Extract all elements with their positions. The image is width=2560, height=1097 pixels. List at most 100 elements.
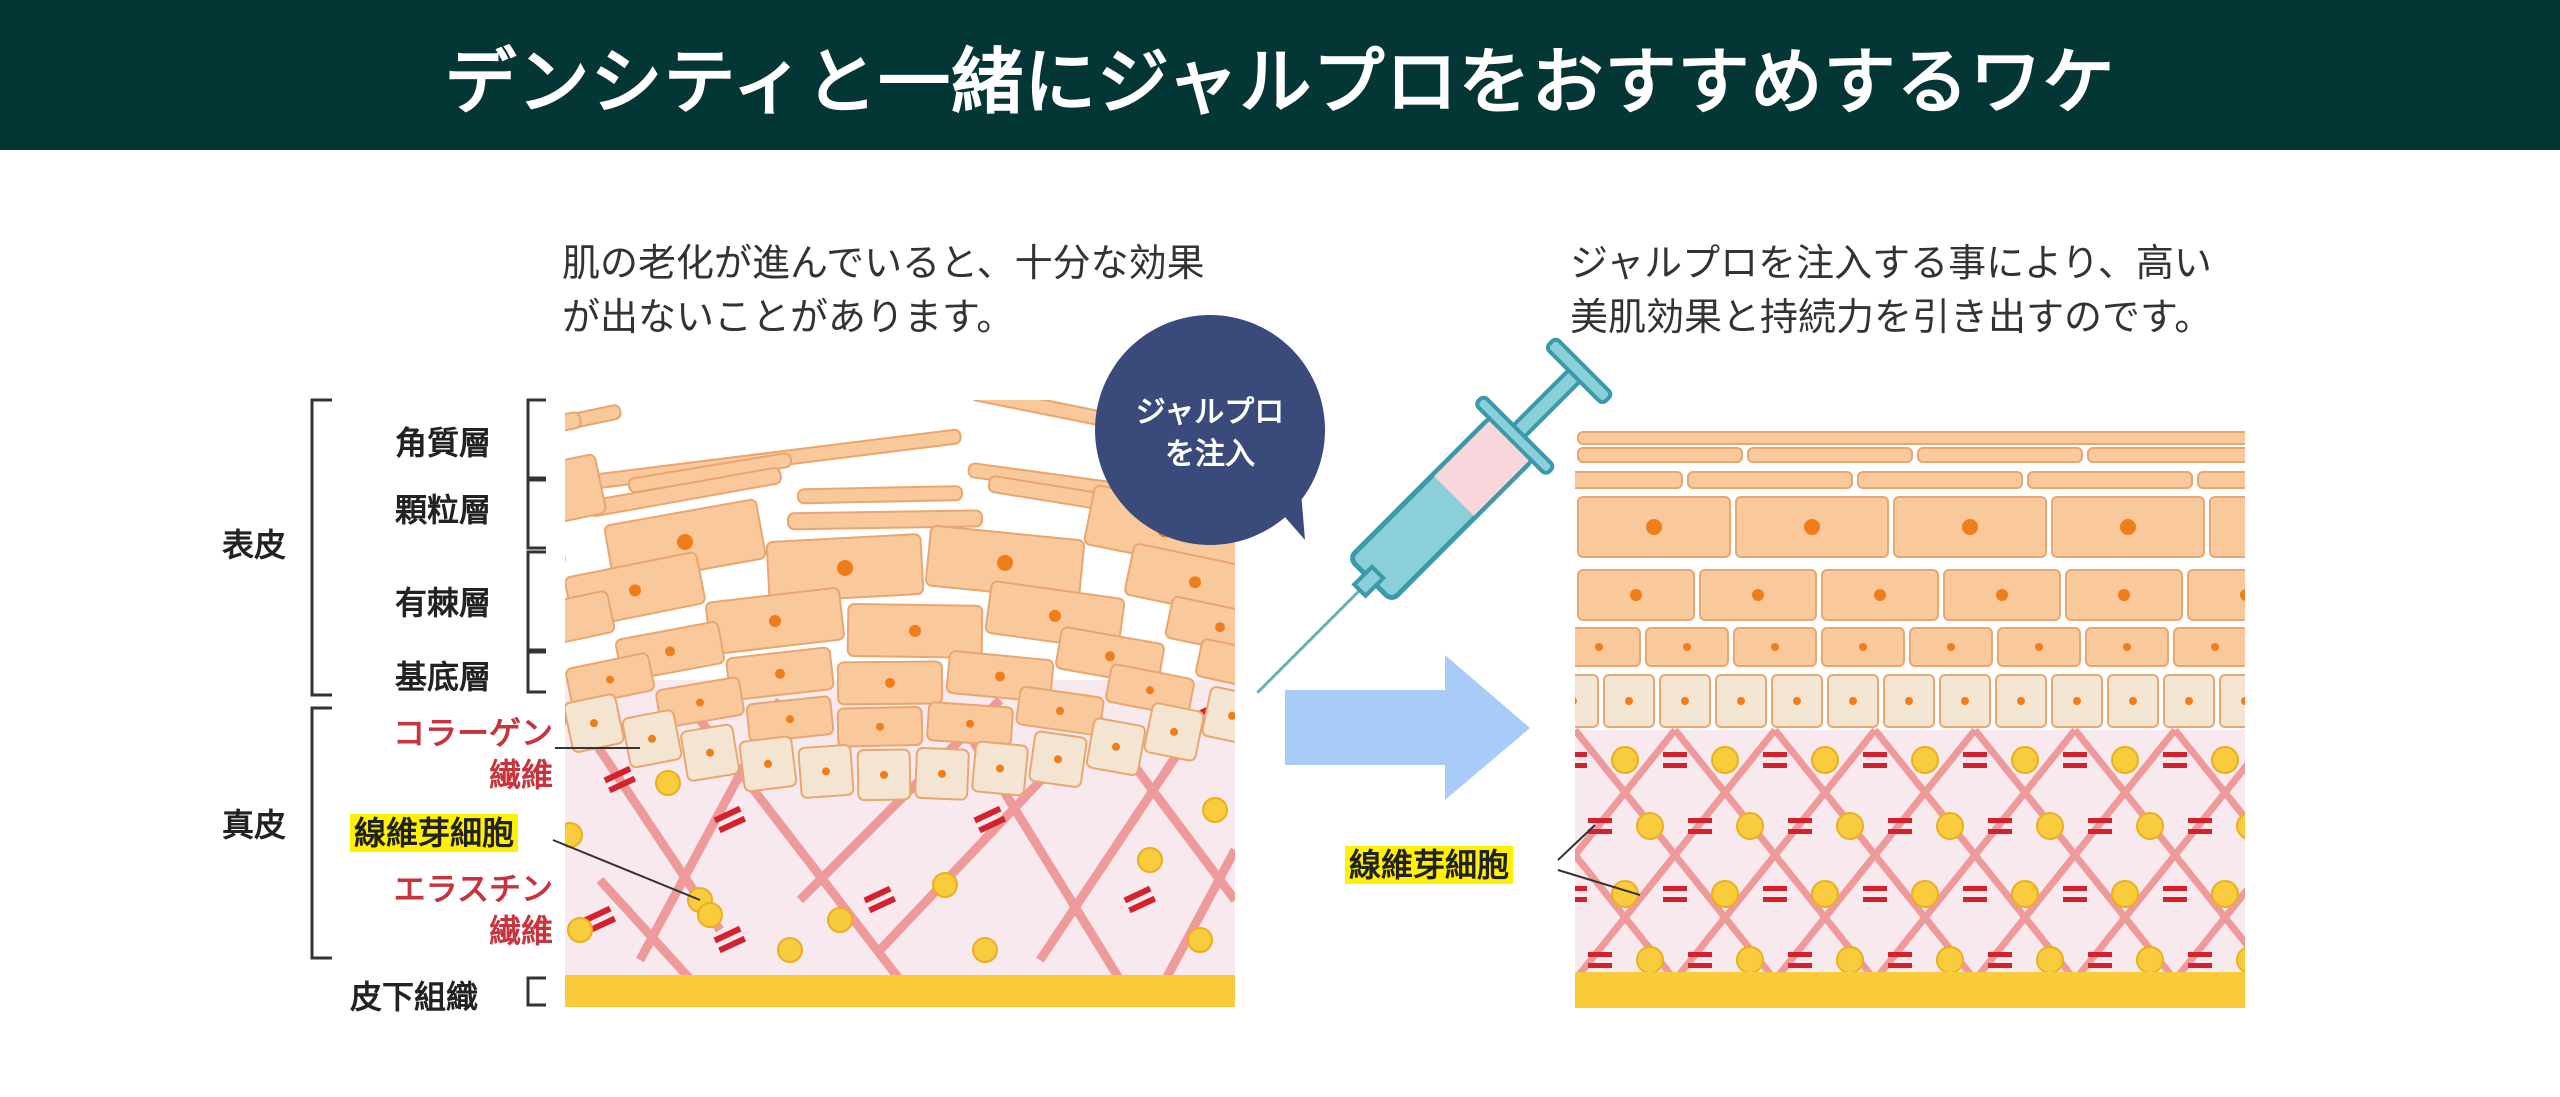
fibroblast-cell — [2211, 880, 2239, 908]
spinosum-cell — [1575, 627, 1641, 667]
elastin-fiber — [1863, 752, 1887, 757]
granulosum-cell — [2209, 496, 2245, 558]
right-caption: ジャルプロを注入する事により、高い 美肌効果と持続力を引き出すのです。 — [1570, 236, 2212, 344]
nucleus — [706, 748, 714, 757]
nucleus — [1905, 697, 1913, 705]
nucleus — [822, 767, 830, 776]
elastin-fiber — [1988, 818, 2012, 823]
nucleus — [2129, 697, 2137, 705]
fibroblast-cell — [1911, 880, 1939, 908]
subcutaneous-fat — [565, 975, 1235, 1007]
elastin-fiber — [583, 905, 612, 924]
collagen-fiber — [1156, 847, 1235, 993]
elastin-fiber — [1575, 897, 1587, 902]
collagen-fiber — [1872, 727, 2078, 983]
fibroblast-cell — [567, 917, 593, 943]
nucleus — [517, 491, 533, 507]
elastin-fiber — [2188, 818, 2212, 823]
fibroblast-cell — [1811, 746, 1839, 774]
elastin-fiber — [1123, 885, 1152, 904]
nucleus — [677, 534, 693, 551]
elastin-fiber — [1863, 763, 1887, 768]
bubble-line: を注入 — [1165, 437, 1255, 472]
elastin-fiber — [2063, 886, 2087, 891]
elastin-fiber — [603, 765, 632, 784]
nucleus — [786, 715, 794, 724]
fibroblast-cell — [2236, 812, 2245, 840]
elastin-fiber — [1988, 829, 2012, 834]
nucleus — [1947, 643, 1955, 651]
nucleus — [1112, 742, 1120, 751]
nucleus — [996, 764, 1004, 773]
right-caption-line: 美肌効果と持続力を引き出すのです。 — [1570, 295, 2213, 339]
syringe-plunger — [1510, 365, 1585, 440]
page-title: デンシティと一緒にジャルプロをおすすめするワケ — [444, 39, 2116, 124]
nucleus — [2017, 697, 2025, 705]
granulosum-cell — [565, 453, 607, 544]
elastin-fiber — [1688, 818, 1712, 823]
speech-bubble-text: ジャルプロ を注入 — [1110, 392, 1310, 476]
left-caption: 肌の老化が進んでいると、十分な効果 が出ないことがあります。 — [562, 236, 1205, 344]
fibroblast-cell — [1611, 746, 1639, 774]
elastin-fiber — [1888, 963, 1912, 968]
speech-bubble-tail — [1270, 480, 1305, 540]
elastin-fiber — [1763, 897, 1787, 902]
label-collagen-line: コラーゲン — [392, 714, 553, 752]
fibroblast-cell — [2111, 880, 2139, 908]
label-stratum-spinosum: 有棘層 — [395, 584, 492, 622]
elastin-fiber — [1663, 886, 1687, 891]
right-caption-line: ジャルプロを注入する事により、高い — [1570, 241, 2212, 285]
syringe-tip — [1351, 563, 1387, 599]
elastin-fiber — [2163, 886, 2187, 891]
fibroblast-cell — [655, 770, 681, 796]
nucleus — [997, 554, 1013, 571]
elastin-fiber — [2188, 829, 2212, 834]
nucleus — [1804, 519, 1820, 535]
elastin-fiber — [2063, 897, 2087, 902]
elastin-fiber — [863, 885, 892, 904]
elastin-fiber — [1763, 752, 1787, 757]
nucleus — [1683, 643, 1691, 651]
basal-cell — [2219, 674, 2245, 728]
nucleus — [1962, 519, 1978, 535]
elastin-fiber — [1763, 763, 1787, 768]
fibroblast-cell — [1836, 812, 1864, 840]
elastin-fiber — [1688, 952, 1712, 957]
fibroblast-cell — [2011, 880, 2039, 908]
nucleus — [696, 698, 704, 707]
elastin-fiber — [1128, 895, 1157, 914]
elastin-fiber — [718, 935, 747, 954]
left-caption-line: が出ないことがあります。 — [562, 295, 1015, 339]
basal-cell — [1575, 674, 1599, 728]
label-stratum-basale: 基底層 — [395, 658, 492, 696]
elastin-fiber — [1575, 763, 1587, 768]
elastin-fiber — [1763, 886, 1787, 891]
elastin-fiber — [2063, 752, 2087, 757]
elastin-fiber — [608, 775, 637, 794]
nucleus — [1236, 662, 1244, 670]
corneum-cell — [565, 411, 582, 465]
spinosum-cell — [2173, 627, 2245, 667]
nucleus — [1146, 686, 1154, 695]
label-subcutaneous: 皮下組織 — [350, 978, 479, 1016]
nucleus — [1215, 622, 1225, 633]
fibroblast-cell — [1736, 812, 1764, 840]
fibroblast-cell — [972, 937, 998, 963]
elastin-fiber — [973, 805, 1002, 824]
nucleus — [590, 719, 598, 728]
elastin-fiber — [1663, 752, 1687, 757]
nucleus — [665, 646, 675, 657]
elastin-fiber — [2063, 763, 2087, 768]
collagen-fiber — [2475, 730, 2560, 980]
nucleus — [1105, 651, 1115, 662]
collagen-fiber — [1772, 727, 1978, 983]
subcutaneous-fat — [1575, 972, 2245, 1008]
pointer-line — [552, 839, 701, 901]
nucleus — [909, 624, 921, 637]
corneum-cell — [1687, 471, 1853, 489]
elastin-fiber — [1588, 829, 1612, 834]
bubble-line: ジャルプロ — [1135, 395, 1285, 430]
collagen-fiber — [2172, 886, 2245, 983]
elastin-fiber — [2163, 763, 2187, 768]
nucleus — [629, 584, 641, 597]
